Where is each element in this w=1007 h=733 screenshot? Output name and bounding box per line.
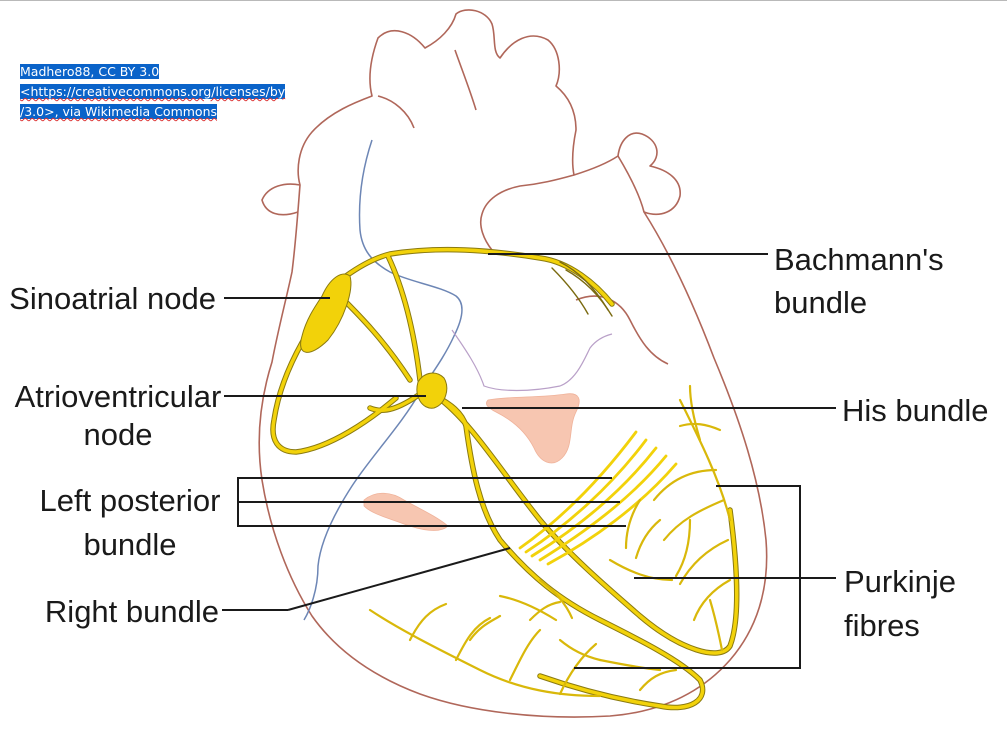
label-left-posterior-line1: Left posterior xyxy=(40,483,221,518)
attribution-line-1: Madhero88, CC BY 3.0 xyxy=(20,64,160,79)
attribution-line-2: <https://creativecommons.org/licenses/by xyxy=(20,84,286,99)
label-sinoatrial-node: Sinoatrial node xyxy=(9,281,216,316)
top-rule xyxy=(0,0,1007,1)
leader-right-bundle-diag xyxy=(287,547,511,611)
septum-outline xyxy=(451,329,613,392)
attribution-text: Madhero88, CC BY 3.0 <https://creativeco… xyxy=(20,62,320,122)
attribution-line-3: /3.0>, via Wikimedia Commons xyxy=(20,104,218,119)
conduction-system xyxy=(270,246,740,711)
label-bachmanns-line1: Bachmann's xyxy=(774,242,944,277)
label-bachmanns-line2: bundle xyxy=(774,285,867,320)
label-purkinje-line1: Purkinje xyxy=(844,564,956,599)
av-node-shape xyxy=(416,372,448,409)
vein-line xyxy=(303,139,463,621)
valve-tissue-right xyxy=(486,393,580,464)
leader-lines xyxy=(222,253,836,669)
label-his-bundle: His bundle xyxy=(842,393,988,428)
heart-outline xyxy=(258,9,768,718)
valve-tissue-left xyxy=(363,492,449,531)
label-av-node-line2: node xyxy=(84,417,153,452)
label-right-bundle: Right bundle xyxy=(45,594,219,629)
label-purkinje-line2: fibres xyxy=(844,608,920,643)
labels: Sinoatrial node Atrioventricular node Le… xyxy=(9,242,988,643)
label-left-posterior-line2: bundle xyxy=(83,527,176,562)
sinoatrial-node-shape xyxy=(300,273,352,353)
label-av-node-line1: Atrioventricular xyxy=(15,379,222,414)
